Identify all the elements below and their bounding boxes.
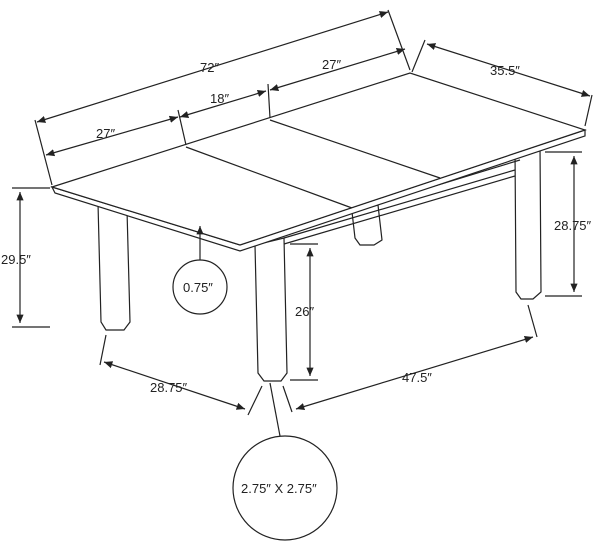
- label-overall-length: 72″: [200, 60, 219, 75]
- thickness-callout-circle: [172, 259, 228, 315]
- label-height: 29.5″: [1, 252, 31, 267]
- label-apron-clearance: 26″: [295, 304, 314, 319]
- label-top-thickness: 0.75″: [183, 280, 213, 295]
- dimension-lines: [12, 9, 593, 437]
- leaf-seam: [269, 119, 441, 179]
- table-top: [49, 72, 587, 252]
- label-back-height: 28.75″: [554, 218, 592, 233]
- label-leg-span-length: 47.5″: [402, 370, 432, 385]
- label-width: 35.5″: [490, 63, 520, 78]
- back-right-leg: [514, 144, 542, 300]
- label-leaf-middle: 18″: [210, 91, 229, 106]
- label-leg-span-width: 28.75″: [150, 380, 188, 395]
- leaf-seam: [185, 146, 353, 209]
- table-legs: [97, 144, 542, 382]
- label-leaf-left: 27″: [96, 126, 115, 141]
- front-center-leg: [254, 237, 288, 382]
- label-leg-size: 2.75″ X 2.75″: [241, 481, 317, 496]
- label-leaf-right: 27″: [322, 57, 341, 72]
- front-left-leg: [97, 202, 131, 331]
- leg-size-callout-circle: [232, 435, 338, 541]
